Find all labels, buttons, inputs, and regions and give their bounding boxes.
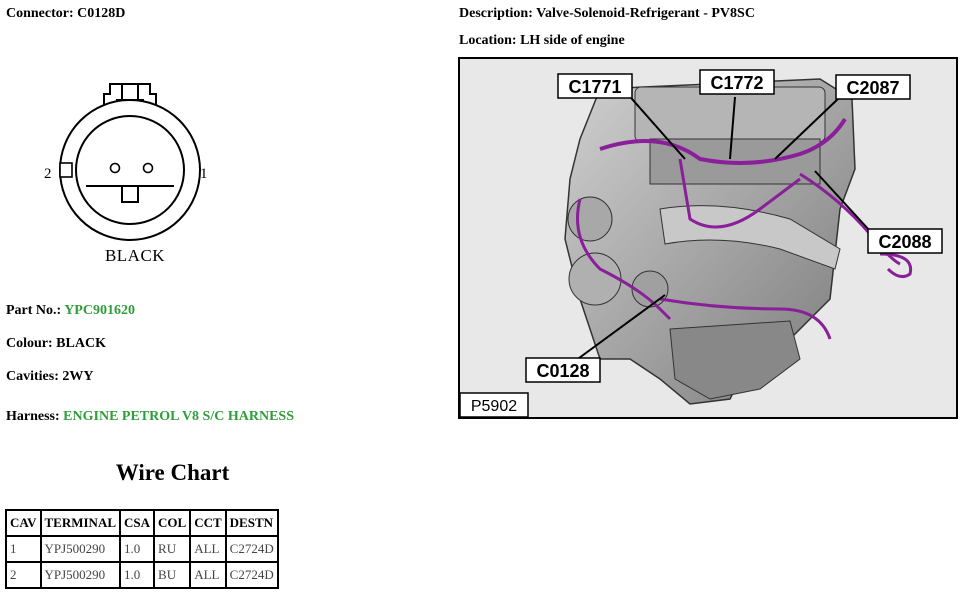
part-no-field: Part No.: YPC901620 [6, 303, 135, 319]
header-cav: CAV [5, 509, 42, 537]
engine-illustration: C1771 C1772 C2087 C2088 C0128 P5902 [460, 69, 943, 417]
description-value: Valve-Solenoid-Refrigerant - PV8SC [536, 6, 755, 21]
cell-cct: ALL [189, 535, 227, 563]
header-col: COL [153, 509, 192, 537]
callout-c2088: C2088 [878, 232, 931, 252]
location-field: Location: LH side of engine [459, 33, 625, 49]
location-value: LH side of engine [520, 33, 625, 48]
cell-col: RU [153, 535, 192, 563]
cavities-label: Cavities: [6, 369, 59, 384]
cavities-value: 2WY [62, 369, 94, 384]
cell-destn: C2724D [224, 561, 279, 589]
engine-location-image: C1771 C1772 C2087 C2088 C0128 P5902 [458, 57, 958, 419]
harness-label: Harness: [6, 409, 60, 424]
part-no-link[interactable]: YPC901620 [64, 303, 135, 318]
table-row: 2 YPJ500290 1.0 BU ALL C2724D [5, 561, 279, 589]
colour-field: Colour: BLACK [6, 336, 106, 352]
callout-c1771: C1771 [568, 77, 621, 97]
callout-c0128: C0128 [536, 361, 589, 381]
header-csa: CSA [119, 509, 156, 537]
wire-chart-title: Wire Chart [115, 460, 230, 485]
connector-color-label: BLACK [105, 246, 165, 265]
cell-terminal: YPJ500290 [39, 535, 122, 563]
cell-cct: ALL [189, 561, 227, 589]
cavities-field: Cavities: 2WY [6, 369, 94, 385]
connector-field: Connector: C0128D [6, 6, 125, 22]
image-reference-id: P5902 [471, 398, 517, 415]
part-no-label: Part No.: [6, 303, 62, 318]
location-label: Location: [459, 33, 517, 48]
table-row: 1 YPJ500290 1.0 RU ALL C2724D [5, 535, 279, 563]
colour-label: Colour: [6, 336, 53, 351]
pin-2-label: 2 [44, 166, 52, 182]
header-terminal: TERMINAL [39, 509, 122, 537]
callout-c1772: C1772 [710, 73, 763, 93]
table-header-row: CAV TERMINAL CSA COL CCT DESTN [5, 509, 279, 537]
pin-1-label: 1 [200, 166, 208, 182]
description-label: Description: [459, 6, 533, 21]
wire-chart-table: CAV TERMINAL CSA COL CCT DESTN 1 YPJ5002… [5, 509, 279, 589]
connector-face-diagram: 2 1 BLACK [44, 83, 208, 265]
colour-value: BLACK [56, 336, 106, 351]
cell-cav: 1 [5, 535, 42, 563]
cell-csa: 1.0 [119, 535, 156, 563]
cell-destn: C2724D [224, 535, 279, 563]
cell-terminal: YPJ500290 [39, 561, 122, 589]
header-cct: CCT [189, 509, 227, 537]
harness-field: Harness: ENGINE PETROL V8 S/C HARNESS [6, 409, 294, 425]
harness-link[interactable]: ENGINE PETROL V8 S/C HARNESS [63, 409, 294, 424]
connector-label: Connector: [6, 6, 74, 21]
callout-c2087: C2087 [846, 78, 899, 98]
cell-col: BU [153, 561, 192, 589]
connector-value: C0128D [77, 6, 126, 21]
cell-cav: 2 [5, 561, 42, 589]
header-destn: DESTN [224, 509, 279, 537]
cell-csa: 1.0 [119, 561, 156, 589]
description-field: Description: Valve-Solenoid-Refrigerant … [459, 6, 755, 22]
